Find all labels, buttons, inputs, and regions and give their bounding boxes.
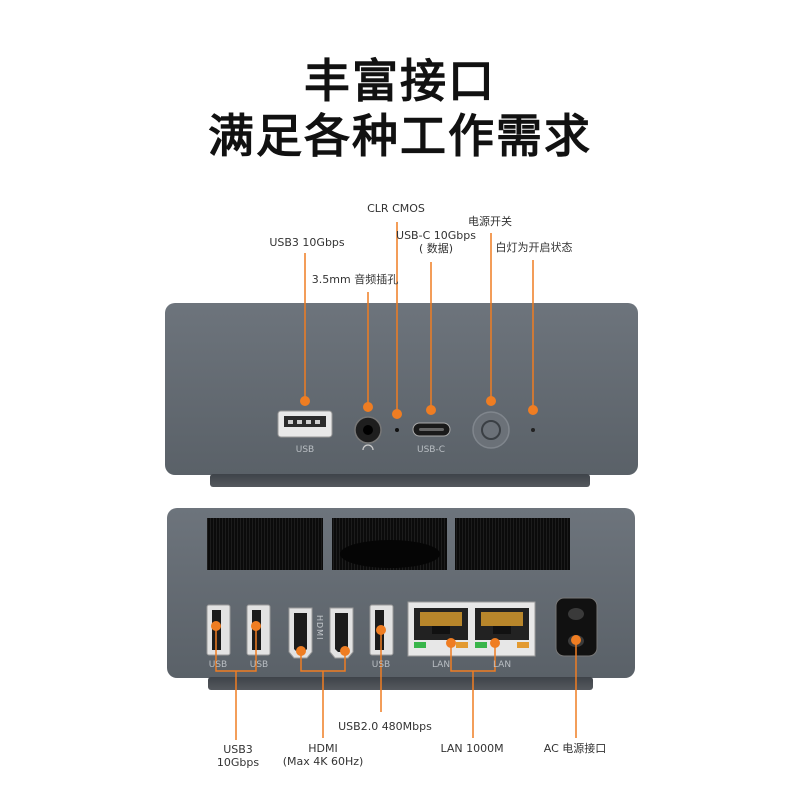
- front-leader-dots: [300, 396, 538, 419]
- fan-shadow: [340, 540, 440, 568]
- power-button-ring: [481, 420, 501, 440]
- front-usb-silk-label: USB: [295, 445, 315, 455]
- callout-power-led: 白灯为开启状态: [495, 241, 573, 254]
- callout-audio-jack: 3.5mm 音频插孔: [311, 273, 399, 286]
- lan-port-1: [414, 608, 468, 648]
- callout-rear-usb3-line1: USB3: [223, 743, 253, 756]
- front-base: [210, 474, 590, 487]
- callout-usb-c: USB-C 10Gbps ( 数据): [396, 229, 476, 255]
- callout-rear-usb3-line2: 10Gbps: [216, 756, 260, 769]
- rear-leader-lines: [215, 626, 577, 740]
- lan-port-2: [475, 608, 529, 648]
- callout-power-switch: 电源开关: [468, 215, 512, 228]
- rear-usb-2-silk-label: USB: [249, 660, 269, 670]
- front-usb-port-pins: [288, 420, 320, 424]
- callout-clr-cmos: CLR CMOS: [367, 202, 425, 215]
- rear-leader-dots: [211, 621, 581, 656]
- callout-lan: LAN 1000M: [440, 742, 504, 755]
- callout-hdmi: HDMI (Max 4K 60Hz): [283, 742, 364, 768]
- headphone-icon: [362, 444, 374, 451]
- callout-rear-usb3: USB3 10Gbps: [217, 743, 259, 769]
- headline-line-2: 满足各种工作需求: [208, 109, 592, 163]
- hdmi-port-2: [329, 607, 354, 659]
- rear-usb-3-silk-label: USB: [371, 660, 391, 670]
- front-unit: [165, 222, 638, 487]
- hdmi-silk-label: HDMI: [315, 615, 324, 641]
- vent-left: [207, 518, 323, 570]
- front-usb-c-silk-label: USB-C: [416, 445, 446, 455]
- power-button: [472, 411, 510, 449]
- headline-line-1: 丰富接口: [304, 54, 496, 108]
- rear-unit: [167, 508, 635, 740]
- front-usb-port-tongue: [284, 416, 326, 427]
- clr-cmos-pinhole: [395, 428, 399, 432]
- vent-right: [455, 518, 570, 570]
- front-usb-c-tongue: [419, 428, 444, 431]
- lan-1-silk-label: LAN: [431, 660, 451, 670]
- hdmi-port-1: [288, 607, 313, 659]
- callout-usb-c-line1: USB-C 10Gbps: [396, 229, 476, 242]
- audio-jack-hole: [363, 425, 373, 435]
- callout-ac-power: AC 电源接口: [543, 742, 607, 755]
- front-leader-lines: [304, 222, 534, 413]
- callout-hdmi-line1: HDMI: [308, 742, 338, 755]
- ac-inlet-pin-1: [568, 608, 584, 620]
- front-chassis: [165, 303, 638, 475]
- lan-2-silk-label: LAN: [492, 660, 512, 670]
- power-led: [531, 428, 535, 432]
- callout-usb3-10gbps: USB3 10Gbps: [269, 236, 345, 249]
- rear-base: [208, 677, 593, 690]
- callout-usb-c-line2: ( 数据): [418, 242, 454, 255]
- rear-usb-1-silk-label: USB: [208, 660, 228, 670]
- callout-usb2: USB2.0 480Mbps: [338, 720, 432, 733]
- callout-hdmi-line2: (Max 4K 60Hz): [282, 755, 364, 768]
